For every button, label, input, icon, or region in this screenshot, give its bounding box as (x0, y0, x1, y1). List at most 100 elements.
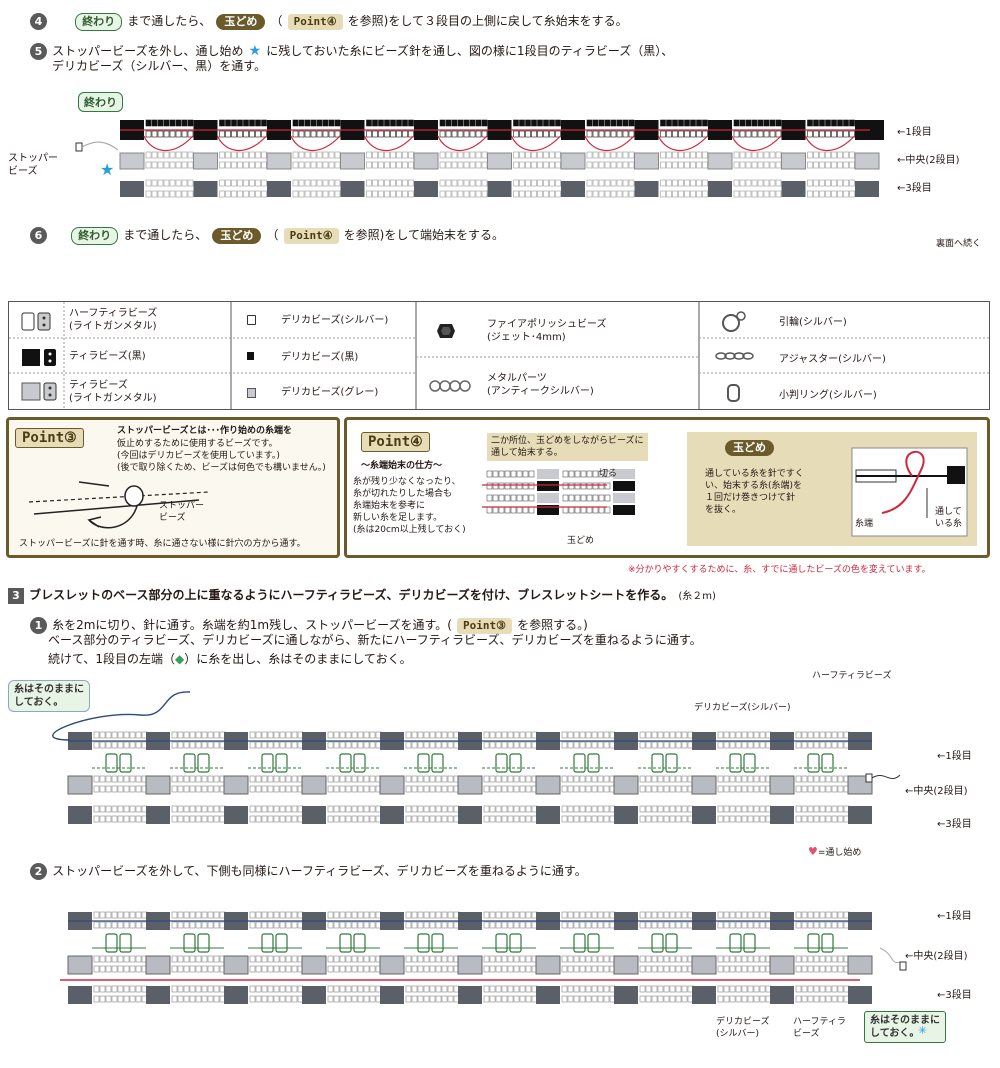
delica-bead (591, 965, 598, 973)
delica-bead (729, 995, 736, 1003)
tila-gunmetal-bead (193, 181, 218, 197)
delica-bead (219, 130, 225, 138)
delica-bead (579, 911, 586, 919)
delica-bead (801, 965, 808, 973)
delica-bead (351, 805, 358, 813)
delica-bead (213, 911, 220, 919)
delica-bead (849, 151, 855, 159)
delica-bead (99, 731, 106, 739)
delica-bead (423, 985, 430, 993)
delica-bead (171, 731, 178, 739)
delica-bead (849, 130, 855, 138)
delica-bead (651, 775, 658, 783)
delica-bead (483, 805, 490, 813)
delica-bead (510, 506, 517, 514)
delica-bead (183, 955, 190, 963)
half-tila-bead (105, 753, 118, 773)
delica-bead (531, 190, 537, 198)
delica-bead (339, 921, 346, 929)
delica-bead (183, 965, 190, 973)
tila-bead (537, 481, 559, 491)
delica-bead (292, 161, 299, 169)
delica-bead (672, 161, 678, 169)
delica-bead (735, 911, 742, 919)
delica-bead (717, 955, 724, 963)
delica-bead (696, 179, 702, 187)
delica-bead (439, 179, 446, 187)
delica-bead (483, 741, 490, 749)
delica-bead (475, 130, 482, 138)
delica-bead (423, 805, 430, 813)
delica-bead (528, 482, 535, 490)
delica-bead (573, 785, 580, 793)
delica-bead (129, 741, 136, 749)
delica-bead (435, 741, 442, 749)
delica-bead (498, 506, 505, 514)
delica-bead (723, 911, 730, 919)
delica-bead (603, 921, 610, 929)
tila-bead (223, 955, 249, 975)
tila-gunmetal-bead (119, 152, 145, 170)
delica-bead (501, 911, 508, 919)
delica-bead (123, 805, 130, 813)
delica-bead (390, 179, 396, 187)
delica-bead (291, 805, 298, 813)
delica-bead (334, 179, 341, 187)
delica-bead (657, 785, 664, 793)
delica-bead (819, 151, 825, 159)
delica-bead (405, 805, 412, 813)
delica-bead (747, 995, 754, 1003)
delica-bead (696, 119, 702, 127)
delica-bead (492, 470, 499, 478)
delica-bead (831, 179, 837, 187)
delica-bead (591, 911, 598, 919)
delica-bead (99, 815, 106, 823)
delica-bead (801, 785, 808, 793)
point4-ref: Point④ (283, 228, 339, 244)
delica-bead (463, 190, 470, 198)
delica-bead (396, 130, 402, 138)
delica-bead (837, 161, 843, 169)
delica-bead (669, 985, 676, 993)
delica-bead (123, 731, 130, 739)
delica-bead (111, 911, 118, 919)
delica-bead (171, 805, 178, 813)
delica-bead (267, 995, 274, 1003)
delica-bead (543, 179, 549, 187)
step4-text2: を参照)をして３段目の上側に戻して糸始末をする。 (347, 14, 628, 28)
row1-label: ←1段目 (937, 911, 972, 922)
delica-bead (763, 161, 770, 169)
delica-bead (741, 995, 748, 1003)
tila-bead (613, 481, 635, 491)
delica-bead (753, 741, 760, 749)
delica-bead (429, 741, 436, 749)
delica-bead (483, 965, 490, 973)
delica-bead (435, 785, 442, 793)
delica-bead (729, 775, 736, 783)
half-tila-bead (821, 753, 834, 773)
delica-bead (513, 965, 520, 973)
delica-bead (105, 815, 112, 823)
delica-bead (411, 815, 418, 823)
delica-bead (369, 911, 376, 919)
delica-bead (723, 815, 730, 823)
thread-path (584, 135, 635, 152)
delica-bead (729, 985, 736, 993)
delica-bead (384, 161, 390, 169)
delica-bead (591, 731, 598, 739)
delica-bead (249, 731, 256, 739)
delica-bead (171, 741, 178, 749)
delica-bead (675, 775, 682, 783)
delica-bead (384, 179, 390, 187)
delica-bead (123, 741, 130, 749)
delica-bead (402, 151, 408, 159)
delica-bead (213, 731, 220, 739)
delica-bead (604, 151, 611, 159)
delica-bead (837, 921, 844, 929)
delica-bead (304, 179, 311, 187)
delica-bead (378, 190, 384, 198)
delica-bead (363, 805, 370, 813)
delica-bead (795, 775, 802, 783)
delica-bead (411, 805, 418, 813)
delica-bead (255, 130, 261, 138)
